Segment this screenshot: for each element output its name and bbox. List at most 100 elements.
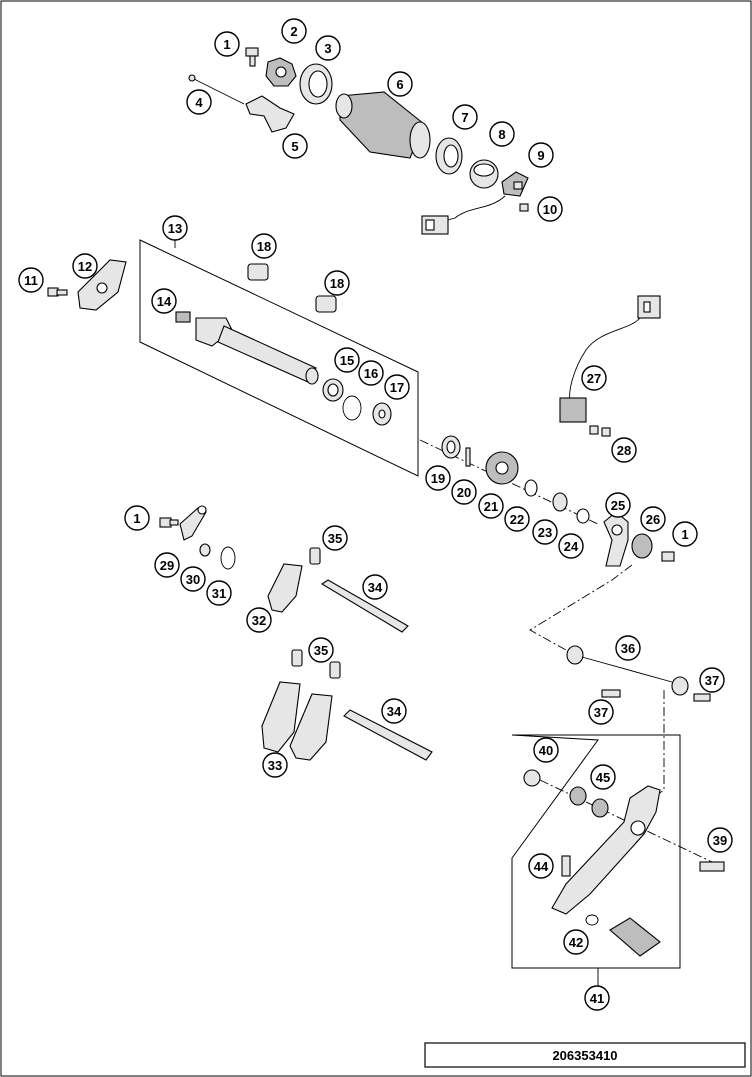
callout-label: 41 [590, 991, 604, 1006]
assembly-frame-41 [511, 734, 681, 969]
callout-label: 31 [212, 586, 226, 601]
part-linkage-rod-36 [566, 645, 689, 696]
part-bolt-1 [245, 47, 259, 67]
part-bracket-5 [245, 95, 295, 133]
callout-label: 2 [290, 24, 297, 39]
callout-label: 33 [268, 758, 282, 773]
callout-30: 30 [180, 566, 206, 592]
part-spring-14 [175, 311, 191, 323]
callout-label: 40 [539, 743, 553, 758]
callout-label: 6 [396, 77, 403, 92]
callout-14: 14 [151, 288, 177, 314]
part-pin-35a [309, 547, 321, 565]
callout-12: 12 [72, 253, 98, 279]
part-clip-42 [585, 914, 599, 926]
callout-label: 17 [390, 380, 404, 395]
callout-35-upper: 35 [322, 525, 348, 551]
callout-label: 44 [534, 859, 549, 874]
part-ring-7 [435, 137, 463, 175]
callout-label: 1 [681, 527, 688, 542]
callout-3: 3 [315, 35, 341, 61]
callout-label: 10 [543, 202, 557, 217]
part-pin-35b [291, 649, 341, 679]
callout-5: 5 [282, 133, 308, 159]
callout-27: 27 [581, 365, 607, 391]
callout-label: 37 [594, 705, 608, 720]
callout-25: 25 [605, 492, 631, 518]
callout-42: 42 [563, 929, 589, 955]
callout-10: 10 [537, 196, 563, 222]
part-pivot-bolt-39 [699, 861, 725, 872]
callout-label: 34 [368, 580, 383, 595]
callout-label: 4 [195, 95, 203, 110]
callout-6: 6 [387, 71, 413, 97]
part-shift-fork-32 [267, 563, 303, 613]
callout-label: 32 [252, 613, 266, 628]
assembly-frame-13 [139, 239, 419, 477]
callout-label: 11 [24, 273, 38, 288]
callout-label: 8 [498, 127, 505, 142]
callout-label: 21 [484, 499, 498, 514]
part-spring-clip-16 [342, 395, 362, 421]
part-bolt-1-right [661, 551, 675, 562]
callout-label: 12 [78, 259, 92, 274]
callout-label: 26 [646, 512, 660, 527]
part-pin-20 [465, 447, 471, 467]
diagram-id-label: 206353410 [552, 1048, 617, 1063]
part-bushing-18b [315, 295, 337, 313]
callout-15: 15 [334, 347, 360, 373]
part-washer-30 [199, 543, 211, 557]
callout-45: 45 [590, 764, 616, 790]
callout-1-mid: 1 [124, 505, 150, 531]
callout-35-lower: 35 [308, 637, 334, 663]
callout-34-upper: 34 [362, 574, 388, 600]
callout-label: 25 [611, 498, 625, 513]
callout-label: 30 [186, 572, 200, 587]
callout-31: 31 [206, 580, 232, 606]
callout-37-lower: 37 [588, 699, 614, 725]
callout-28: 28 [611, 437, 637, 463]
callout-23: 23 [532, 519, 558, 545]
callout-16: 16 [358, 360, 384, 386]
part-star-plate-2 [265, 57, 297, 87]
part-bushing-18a [247, 263, 269, 281]
callout-1-right: 1 [672, 521, 698, 547]
callout-label: 22 [510, 512, 524, 527]
part-shift-shaft-13 [195, 317, 319, 385]
part-shift-forks-33 [261, 681, 333, 761]
callout-label: 34 [387, 704, 402, 719]
callout-34-lower: 34 [381, 698, 407, 724]
leader-41 [513, 967, 599, 986]
part-bolt-37a [693, 693, 711, 702]
part-shift-drum-6 [335, 91, 431, 159]
part-sensor-27 [559, 295, 661, 423]
callout-32: 32 [246, 607, 272, 633]
callout-label: 27 [587, 371, 601, 386]
callout-label: 1 [133, 511, 140, 526]
part-washer-17 [372, 402, 392, 426]
callout-20: 20 [451, 479, 477, 505]
callout-label: 45 [596, 770, 610, 785]
callout-40: 40 [533, 737, 559, 763]
callout-label: 18 [330, 276, 344, 291]
part-rail-34a [320, 579, 409, 633]
callout-7: 7 [452, 104, 478, 130]
callout-13: 13 [162, 215, 188, 248]
part-gear-sensor-9 [421, 171, 529, 235]
diagram-id-box: 206353410 [424, 1042, 746, 1068]
callout-4: 4 [186, 89, 212, 115]
part-screws-28 [589, 425, 611, 437]
callout-label: 9 [537, 148, 544, 163]
part-bushing-15 [322, 378, 344, 402]
part-shift-segment-21 [485, 451, 519, 485]
callout-label: 29 [160, 558, 174, 573]
part-rail-34b [343, 709, 433, 761]
callout-label: 28 [617, 443, 631, 458]
callout-24: 24 [558, 533, 584, 559]
callout-17: 17 [384, 374, 410, 400]
part-clip-24 [576, 508, 590, 524]
callout-label: 7 [461, 110, 468, 125]
callout-26: 26 [640, 506, 666, 532]
callout-18-lower: 18 [324, 270, 350, 296]
